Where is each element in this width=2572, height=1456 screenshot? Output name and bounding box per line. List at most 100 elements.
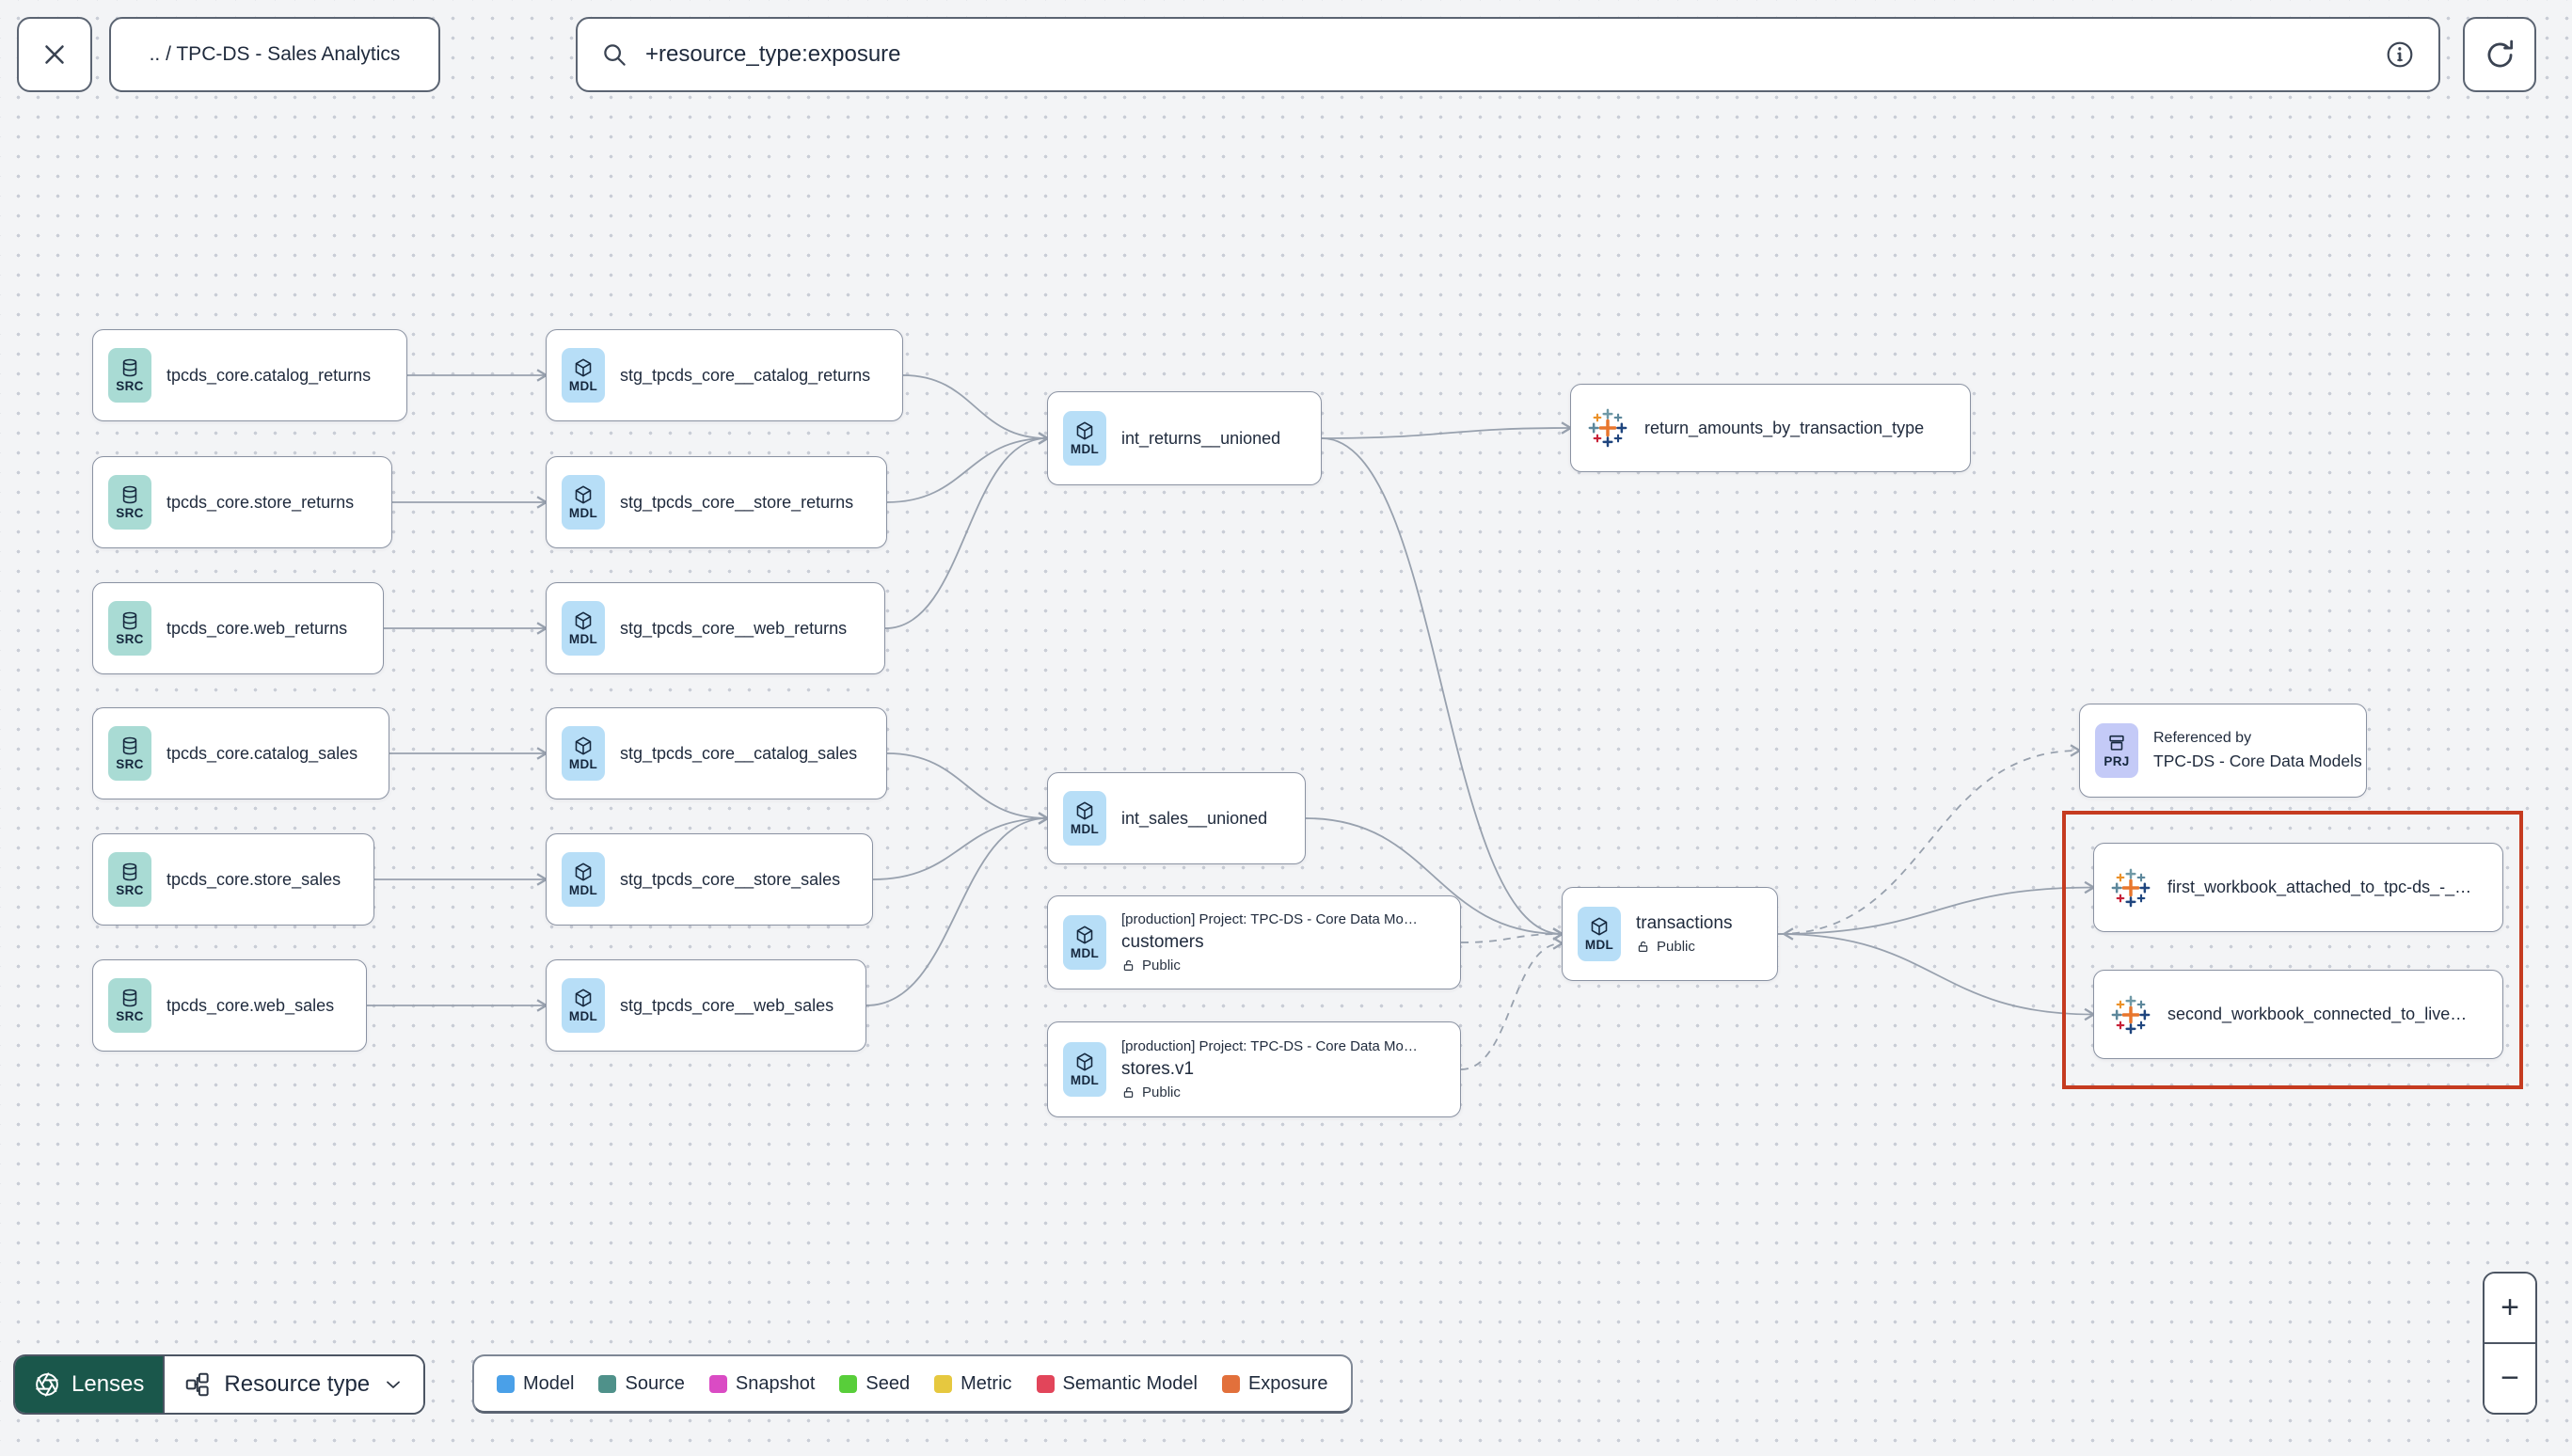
node-customers[interactable]: MDL[production] Project: TPC-DS - Core D… — [1047, 895, 1461, 989]
legend-label: Metric — [961, 1372, 1012, 1394]
cube-icon — [1074, 800, 1095, 821]
node-wb_first[interactable]: first_workbook_attached_to_tpc-ds_-_… — [2093, 843, 2503, 932]
node-stg_web_returns[interactable]: MDL stg_tpcds_core__web_returns — [546, 582, 885, 674]
legend-label: Source — [625, 1372, 685, 1394]
model-chip: MDL — [562, 726, 605, 781]
edge-transactions-prj_ref — [1777, 744, 2082, 935]
node-stg_catalog_sales[interactable]: MDL stg_tpcds_core__catalog_sales — [546, 707, 887, 799]
close-button[interactable] — [17, 17, 92, 92]
source-chip: SRC — [108, 475, 151, 530]
database-icon — [119, 610, 140, 631]
node-label: int_returns__unioned — [1121, 428, 1281, 448]
info-icon[interactable] — [2384, 39, 2416, 71]
node-stg_web_sales[interactable]: MDL stg_tpcds_core__web_sales — [546, 959, 866, 1052]
edge-customers-transactions — [1460, 927, 1564, 943]
aperture-icon — [34, 1371, 60, 1398]
legend-label: Exposure — [1247, 1372, 1328, 1394]
project-chip: PRJ — [2095, 723, 2138, 778]
node-label: stg_tpcds_core__catalog_sales — [620, 743, 858, 763]
node-label: tpcds_core.catalog_sales — [167, 743, 358, 763]
legend-swatch — [497, 1374, 515, 1393]
breadcrumb[interactable]: .. / TPC-DS - Sales Analytics — [109, 17, 440, 92]
legend-item-snapshot: Snapshot — [708, 1372, 816, 1395]
resource-type-dropdown[interactable]: Resource type — [163, 1356, 424, 1413]
lock-open-icon — [1636, 940, 1650, 954]
node-label: tpcds_core.store_returns — [167, 492, 355, 512]
lenses-control: Lenses Resource type — [13, 1354, 426, 1415]
edge-stg_store_sales-int_sales — [872, 812, 1050, 880]
lenses-button[interactable]: Lenses — [15, 1356, 164, 1413]
model-chip: MDL — [562, 601, 605, 656]
edge-stg_web_returns-int_returns — [884, 432, 1050, 629]
legend-swatch — [839, 1374, 858, 1393]
database-icon — [119, 862, 140, 882]
legend-label: Seed — [865, 1372, 911, 1394]
legend-label: Snapshot — [735, 1372, 816, 1394]
legend-label: Semantic Model — [1062, 1372, 1198, 1394]
legend-item-source: Source — [598, 1372, 685, 1395]
resource-type-label: Resource type — [224, 1371, 371, 1397]
node-label: TPC-DS - Core Data Models — [2153, 752, 2362, 770]
source-chip: SRC — [108, 726, 151, 781]
model-chip: MDL — [562, 978, 605, 1033]
edge-transactions-wb_second — [1777, 933, 2096, 1021]
lock-open-icon — [1121, 958, 1135, 973]
cube-icon — [573, 484, 594, 505]
node-label: tpcds_core.store_sales — [167, 869, 341, 889]
tableau-icon — [2109, 866, 2152, 910]
node-src_catalog_sales[interactable]: SRC tpcds_core.catalog_sales — [92, 707, 389, 799]
legend-item-exposure: Exposure — [1221, 1372, 1328, 1395]
zoom-panel: + − — [2483, 1272, 2537, 1415]
access-badge: Public — [1121, 957, 1418, 973]
node-label: stg_tpcds_core__store_returns — [620, 492, 854, 512]
zoom-in-button[interactable]: + — [2485, 1274, 2535, 1344]
search-box[interactable] — [576, 17, 2440, 92]
node-label: tpcds_core.web_returns — [167, 618, 348, 638]
database-icon — [119, 736, 140, 756]
lock-open-icon — [1121, 1085, 1135, 1100]
node-label: tpcds_core.catalog_returns — [167, 365, 372, 385]
node-label: stg_tpcds_core__web_returns — [620, 618, 848, 638]
database-icon — [119, 988, 140, 1008]
refresh-icon — [2483, 38, 2517, 72]
node-label: return_amounts_by_transaction_type — [1644, 418, 1925, 437]
resource-type-icon — [183, 1370, 212, 1399]
refresh-button[interactable] — [2463, 17, 2536, 92]
node-label: customers — [1121, 932, 1204, 952]
database-icon — [119, 484, 140, 505]
node-label: tpcds_core.web_sales — [167, 995, 335, 1015]
access-badge: Public — [1636, 939, 1732, 955]
edge-stg_store_returns-int_returns — [886, 432, 1050, 503]
node-src_store_returns[interactable]: SRC tpcds_core.store_returns — [92, 456, 392, 548]
edge-stg_catalog_sales-int_sales — [886, 752, 1050, 825]
node-exp_return_amounts[interactable]: return_amounts_by_transaction_type — [1570, 384, 1971, 472]
source-chip: SRC — [108, 348, 151, 403]
search-input[interactable] — [643, 40, 2369, 69]
cube-icon — [1074, 420, 1095, 441]
edge-stores-transactions — [1460, 937, 1564, 1070]
breadcrumb-label: .. / TPC-DS - Sales Analytics — [149, 43, 401, 65]
legend-item-semantic-model: Semantic Model — [1036, 1372, 1198, 1395]
model-chip: MDL — [562, 348, 605, 403]
zoom-out-button[interactable]: − — [2485, 1344, 2535, 1413]
node-label: stg_tpcds_core__web_sales — [620, 995, 834, 1015]
cube-icon — [573, 736, 594, 756]
cube-icon — [1074, 925, 1095, 945]
node-wb_second[interactable]: second_workbook_connected_to_live… — [2093, 970, 2503, 1059]
edge-stg_catalog_returns-int_returns — [902, 374, 1050, 445]
node-src_catalog_returns[interactable]: SRC tpcds_core.catalog_returns — [92, 329, 407, 421]
source-chip: SRC — [108, 852, 151, 907]
node-src_store_sales[interactable]: SRC tpcds_core.store_sales — [92, 833, 374, 926]
node-stores[interactable]: MDL[production] Project: TPC-DS - Core D… — [1047, 1021, 1461, 1117]
model-chip: MDL — [1063, 791, 1106, 846]
